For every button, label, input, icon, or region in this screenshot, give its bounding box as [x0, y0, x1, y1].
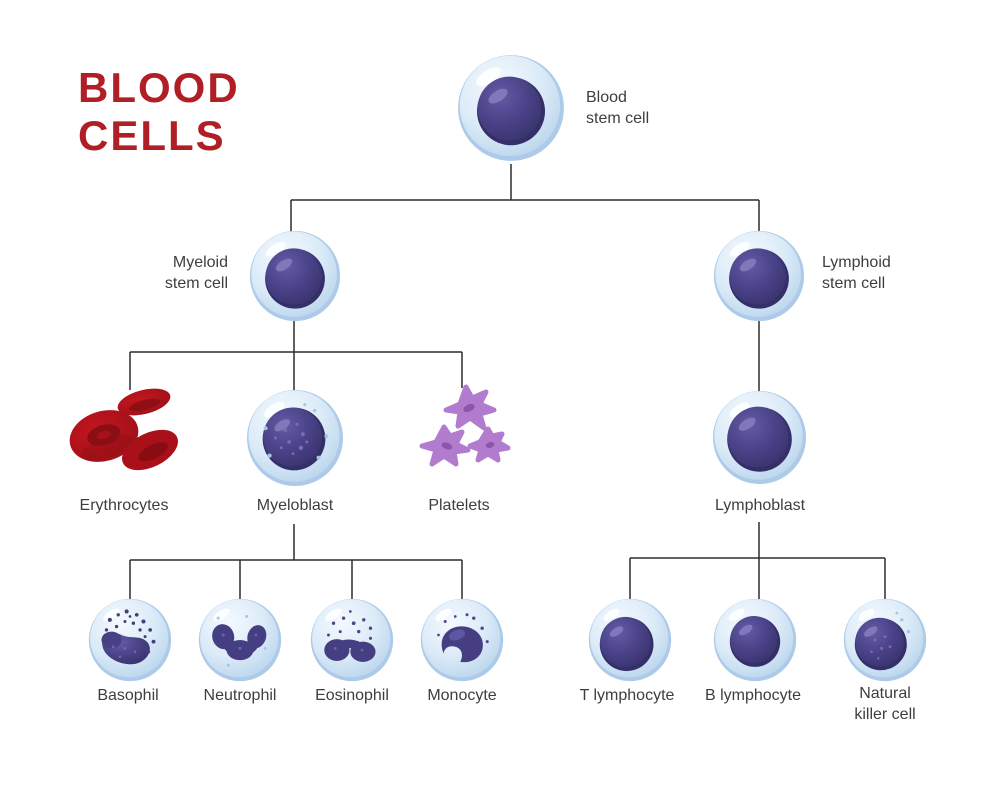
node-lymphoid-stem-cell [713, 230, 805, 322]
platelets-label: Platelets [428, 497, 490, 514]
t-lymphocyte-label: T lymphocyte [579, 687, 675, 704]
t-lymphocyte-icon [588, 598, 672, 682]
node-natural-killer-cell [843, 598, 927, 682]
node-t-lymphocyte [588, 598, 672, 682]
myeloid-stem-cell-icon [249, 230, 341, 322]
blood-stem-cell-label: Blood stem cell [586, 89, 650, 127]
title-line-1: BLOOD [78, 64, 240, 111]
node-erythrocytes [66, 386, 181, 481]
lymphoblast-icon [712, 390, 807, 485]
node-myeloblast [246, 389, 344, 487]
b-lymphocyte-label: B lymphocyte [704, 687, 802, 704]
node-b-lymphocyte [713, 598, 797, 682]
lymphoid-stem-cell-icon [713, 230, 805, 322]
diagram-title: BLOOD CELLS [78, 64, 240, 160]
node-platelets [414, 383, 514, 483]
monocyte-icon [420, 598, 504, 682]
myeloblast-label: Myeloblast [256, 497, 334, 514]
eosinophil-label: Eosinophil [315, 687, 389, 704]
monocyte-label: Monocyte [427, 687, 497, 704]
platelets-icon [419, 384, 511, 467]
blood-stem-cell-icon [458, 55, 564, 161]
neutrophil-label: Neutrophil [203, 687, 277, 704]
title-line-2: CELLS [78, 111, 226, 159]
basophil-icon [88, 598, 172, 682]
lymphoid-stem-cell-label: Lymphoid stem cell [822, 254, 891, 292]
natural-killer-cell-label: Natural killer cell [854, 685, 916, 723]
node-myeloid-stem-cell [249, 230, 341, 322]
node-neutrophil [198, 598, 282, 682]
neutrophil-icon [198, 598, 282, 682]
node-blood-stem-cell [457, 54, 565, 162]
eosinophil-icon [310, 598, 394, 682]
erythrocytes-icon [69, 388, 178, 471]
natural-killer-cell-icon [843, 598, 927, 682]
b-lymphocyte-icon [713, 598, 797, 682]
basophil-label: Basophil [97, 687, 159, 704]
node-monocyte [420, 598, 504, 682]
node-lymphoblast [712, 390, 807, 485]
myeloblast-icon [246, 389, 344, 487]
node-basophil [88, 598, 172, 682]
lymphoblast-label: Lymphoblast [714, 497, 806, 514]
myeloid-stem-cell-label: Myeloid stem cell [164, 254, 228, 292]
erythrocytes-label: Erythrocytes [79, 497, 169, 514]
node-eosinophil [310, 598, 394, 682]
